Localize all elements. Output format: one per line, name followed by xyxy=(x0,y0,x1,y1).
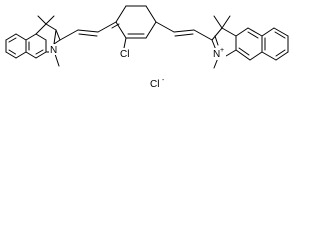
left-nitrogen-label: N xyxy=(50,45,57,56)
chloride-counterion-charge: - xyxy=(162,77,165,84)
right-nitrogen-label: N xyxy=(213,49,220,60)
left-linker xyxy=(59,21,117,41)
central-cyclohexene xyxy=(111,5,157,49)
chloride-counterion-label: Cl xyxy=(150,79,159,90)
left-benzindole-group xyxy=(5,15,61,67)
right-nitrogen-charge: + xyxy=(220,47,224,54)
structure-svg: N Cl xyxy=(5,5,289,90)
chloro-substituent-label: Cl xyxy=(120,49,129,60)
molecule-diagram: N Cl xyxy=(0,0,314,94)
right-linker xyxy=(155,21,213,41)
right-benzindolium-group xyxy=(211,15,289,69)
